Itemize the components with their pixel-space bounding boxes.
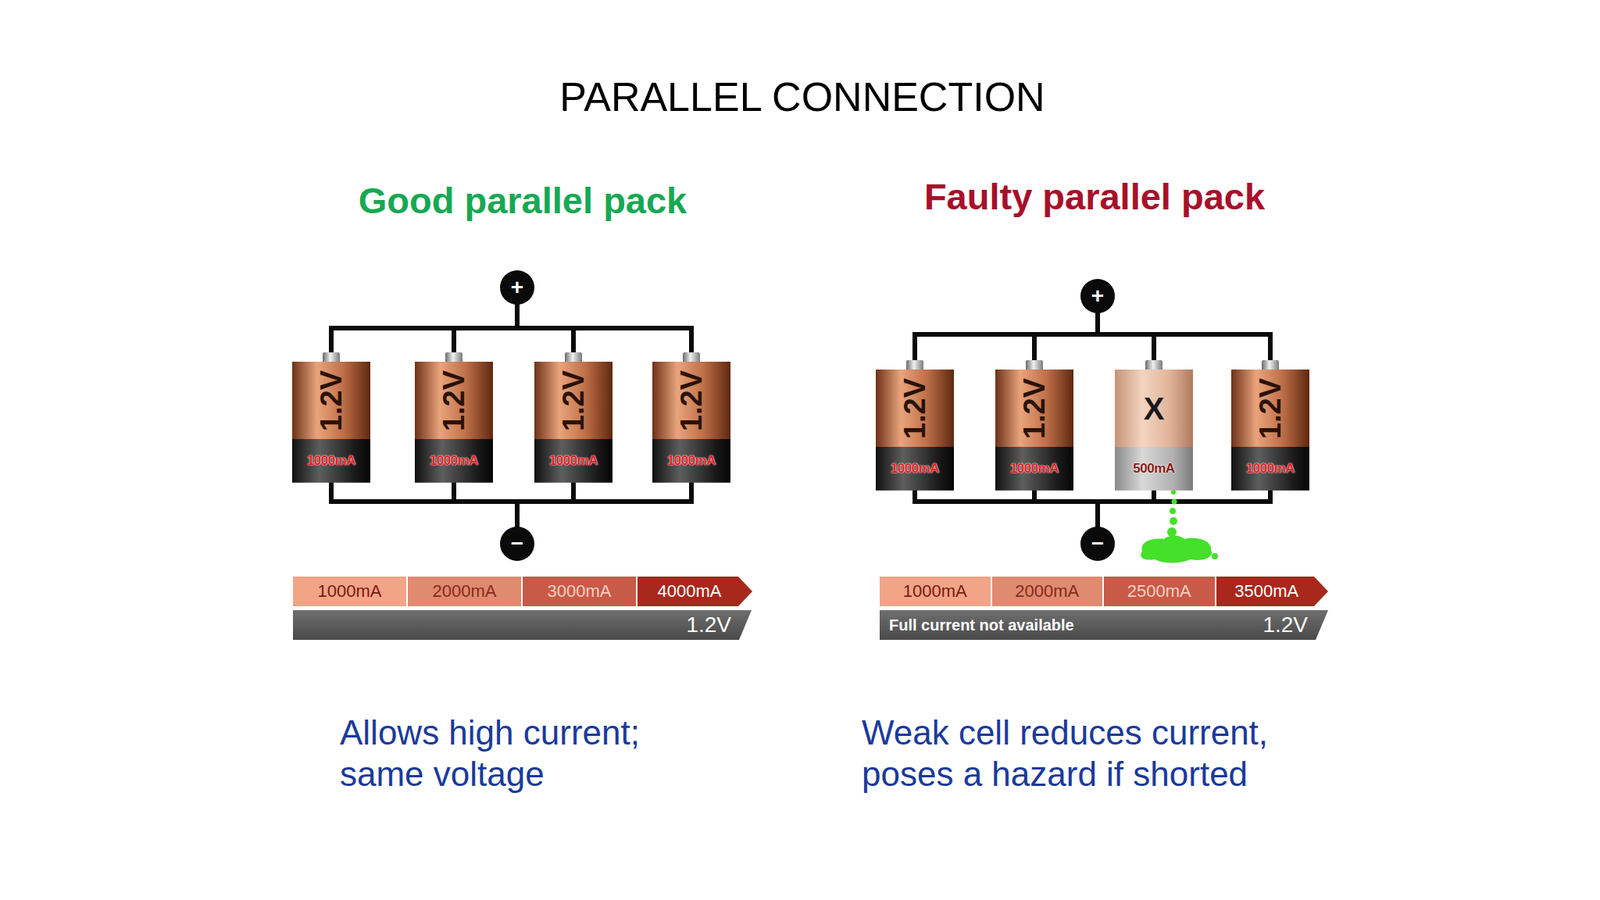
negative-terminal: − — [500, 526, 535, 561]
wire — [1097, 313, 1271, 370]
capacity-band: 1000mA — [879, 576, 991, 607]
capacity-label: 1000mA — [307, 453, 356, 469]
pack-heading: Good parallel pack — [358, 178, 688, 223]
battery-cell: 1.2V 1000mA — [1231, 369, 1310, 491]
capacity-label: 500mA — [1132, 460, 1175, 477]
terminal-sign: + — [1091, 285, 1104, 308]
capacity-label: 1000mA — [549, 453, 598, 469]
voltage-bar: Full current not available 1.2V — [879, 610, 1329, 640]
electrolyte-leak — [1140, 489, 1218, 564]
voltage-label: 1.2V — [1017, 378, 1052, 440]
terminal-sign: + — [510, 276, 524, 299]
terminal-sign: − — [510, 532, 524, 555]
wire — [453, 304, 518, 362]
capacity-band: 3000mA — [522, 576, 636, 607]
fault-mark: X — [1143, 390, 1165, 426]
capacity-label: 1000mA — [429, 453, 479, 469]
capacity-label: 1000mA — [1010, 460, 1059, 477]
battery-cell: 1.2V 1000mA — [292, 361, 371, 483]
wire — [517, 304, 692, 362]
voltage-label: 1.2V — [1253, 378, 1288, 440]
capacity-label: 3000mA — [547, 581, 612, 602]
battery-cell: 1.2V 1000mA — [414, 361, 493, 483]
wire — [517, 482, 692, 527]
positive-terminal: + — [500, 270, 535, 305]
capacity-label: 2000mA — [432, 581, 497, 602]
capacity-band: 2000mA — [992, 576, 1104, 607]
pack-heading: Faulty parallel pack — [924, 175, 1265, 219]
wire — [453, 482, 518, 527]
wire — [914, 313, 1098, 370]
capacity-label: 3500mA — [1234, 581, 1299, 602]
voltage-label: 1.2V — [314, 370, 349, 432]
caption-note: Allows high current; same voltage — [339, 712, 731, 796]
capacity-band: 2000mA — [407, 576, 522, 607]
voltage-label: 1.2V — [898, 378, 933, 440]
voltage-label: 1.2V — [557, 370, 591, 432]
terminal-sign: − — [1091, 532, 1104, 555]
battery-cell: 1.2V 1000mA — [995, 369, 1074, 491]
capacity-label: 1000mA — [317, 581, 383, 602]
wire — [1034, 490, 1098, 527]
capacity-band: 2500mA — [1103, 576, 1215, 607]
capacity-label: 4000mA — [657, 581, 722, 602]
wire — [914, 490, 1098, 527]
wire — [1097, 490, 1271, 527]
capacity-label: 1000mA — [667, 453, 716, 469]
battery-cell: X 500mA — [1114, 369, 1193, 491]
voltage-label: 1.2V — [685, 612, 732, 638]
voltage-label: 1.2V — [675, 370, 709, 432]
capacity-label: 1000mA — [1246, 460, 1295, 477]
capacity-band: 1000mA — [292, 576, 407, 607]
voltage-label: 1.2V — [1262, 612, 1308, 638]
voltage-bar: 1.2V — [292, 610, 752, 640]
battery-cell: 1.2V 1000mA — [534, 361, 613, 483]
capacity-label: 1000mA — [903, 581, 968, 602]
wire — [1034, 313, 1098, 370]
wire — [331, 482, 518, 527]
caption-note: Weak cell reduces current, poses a hazar… — [861, 712, 1347, 796]
wire — [1097, 490, 1154, 527]
negative-terminal: − — [1080, 526, 1115, 561]
page-title: PARALLEL CONNECTION — [559, 73, 1045, 121]
capacity-band: 4000mA — [637, 576, 753, 607]
wire — [331, 304, 518, 362]
capacity-label: 2000mA — [1014, 581, 1079, 602]
positive-terminal: + — [1080, 278, 1115, 314]
wire — [517, 482, 574, 527]
capacity-label: 1000mA — [890, 460, 940, 477]
voltage-label: 1.2V — [437, 370, 472, 432]
battery-cell: 1.2V 1000mA — [875, 369, 954, 491]
capacity-label: 2500mA — [1127, 581, 1192, 602]
warning-note: Full current not available — [889, 616, 1075, 635]
battery-cell: 1.2V 1000mA — [652, 361, 731, 483]
capacity-band: 3500mA — [1216, 576, 1329, 607]
